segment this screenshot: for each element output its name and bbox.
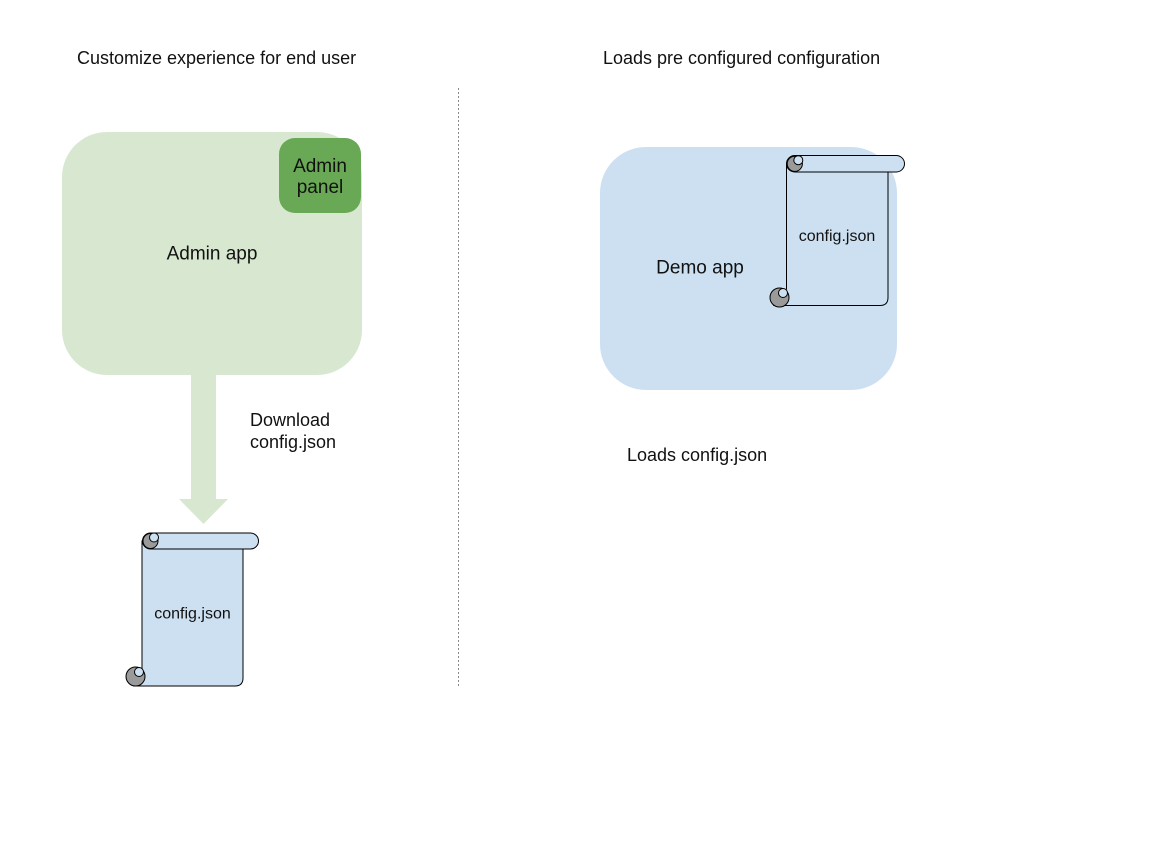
scroll-body bbox=[133, 540, 244, 687]
scroll-top-roll bbox=[786, 155, 905, 173]
loads-config-caption: Loads config.json bbox=[627, 445, 768, 465]
download-arrow-icon bbox=[179, 373, 228, 524]
config-json-scroll-shape-right: config.json bbox=[769, 155, 905, 308]
download-caption: Download config.json bbox=[250, 410, 337, 452]
right-section-title: Loads pre configured configuration bbox=[603, 48, 881, 68]
admin-app-label: Admin app bbox=[166, 243, 258, 265]
scroll-top-roll bbox=[142, 532, 259, 550]
scroll-body bbox=[772, 163, 889, 306]
admin-panel-shape bbox=[279, 138, 361, 213]
section-divider bbox=[458, 88, 459, 686]
admin-panel-label: Admin panel bbox=[293, 156, 347, 198]
config-json-scroll-shape-left: config.json bbox=[125, 532, 259, 687]
demo-app-label: Demo app bbox=[656, 257, 744, 279]
left-section-title: Customize experience for end user bbox=[77, 48, 357, 68]
config-scroll-label-right: config.json bbox=[799, 228, 876, 245]
config-scroll-label-left: config.json bbox=[154, 606, 231, 623]
